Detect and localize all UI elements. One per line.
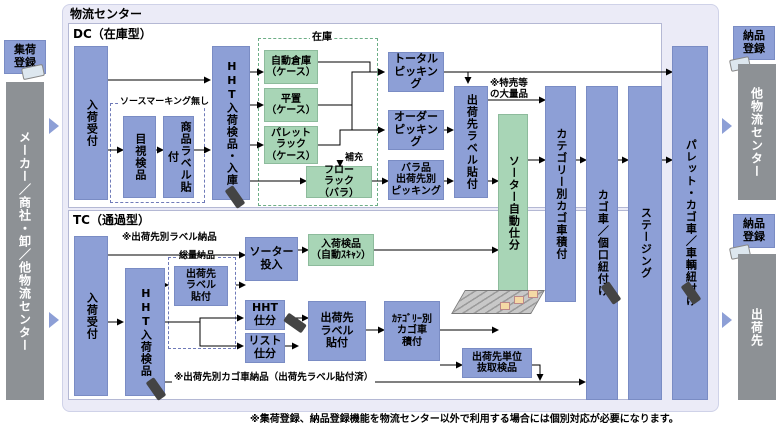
tc-label-goods-note: ※出荷先別ラベル納品 — [122, 232, 217, 243]
tc-title: TC（通過型） — [73, 213, 150, 227]
source-marking-label: ソースマーキング無し — [118, 97, 212, 107]
dc-auto-warehouse-box[interactable]: 自動倉庫 （ケース） — [264, 50, 318, 84]
arrow-left-2-icon — [49, 312, 59, 328]
arrow-right-1-icon — [722, 118, 732, 134]
tc-receive-auto-scan-box[interactable]: 入荷検品 （自動ｽｷｬﾝ） — [308, 234, 374, 266]
delivery-register-tag-2[interactable]: 納品 登録 — [733, 214, 775, 248]
tc-sorter-input-box[interactable]: ソーター 投入 — [245, 237, 298, 281]
sorter-box-icon-2 — [514, 296, 524, 304]
dc-order-picking-box[interactable]: オーダー ピッキング — [388, 110, 444, 150]
sorter-box-icon-1 — [500, 302, 510, 310]
tc-unit-pick-box[interactable]: 出荷先単位 抜取検品 — [462, 348, 532, 378]
other-center-bar: 他物流センター — [738, 64, 776, 200]
category-cart-column[interactable]: カテゴリー別カゴ車積付 — [545, 86, 576, 302]
dc-bara-picking-box[interactable]: バラ品 出荷先別 ピッキング — [388, 160, 444, 200]
dc-special-note: ※特売等 の大量品 — [490, 78, 529, 101]
dc-visual-inspection-box[interactable]: 目視検品 — [123, 116, 156, 198]
staging-column[interactable]: ステージング — [628, 86, 662, 400]
delivery-register-tag-1[interactable]: 納品 登録 — [733, 26, 775, 60]
cart-tie-column[interactable]: カゴ車／個口紐付け — [586, 86, 618, 400]
sorter-box-icon-3 — [528, 290, 538, 298]
dc-receiving-box[interactable]: 入荷受付 — [74, 46, 108, 200]
dc-flat-box[interactable]: 平置 （ケース） — [264, 88, 318, 122]
tc-hht-receiving-box[interactable]: HHT入荷検品 — [125, 268, 165, 396]
dc-hht-receiving-box[interactable]: HHT入荷検品・入庫 — [212, 46, 250, 200]
arrow-left-1-icon — [49, 118, 59, 134]
dc-title: DC（在庫型） — [73, 27, 152, 41]
tc-cart-note: ※出荷先別カゴ車納品（出荷先ラベル貼付済） — [172, 372, 376, 383]
dc-pallet-rack-box[interactable]: パレット ラック （ケース） — [264, 126, 318, 164]
center-title: 物流センター — [70, 7, 143, 21]
pallet-tie-column[interactable]: パレット・カゴ車／車輌紐付け — [672, 46, 708, 400]
tc-receiving-box[interactable]: 入荷受付 — [74, 236, 108, 396]
dc-product-label-box[interactable]: 商品ラベル貼付 — [163, 116, 194, 198]
dc-flow-rack-box[interactable]: フロー ラック （バラ） — [306, 165, 372, 199]
tc-ship-label-attach-box[interactable]: 出荷先 ラベル 貼付 — [174, 266, 228, 306]
dc-ship-label-box[interactable]: 出荷先ラベル貼付 — [454, 86, 488, 198]
footnote: ※集荷登録、納品登録機能を物流センター以外で利用する場合には個別対応が必要になり… — [250, 414, 679, 425]
arrow-right-2-icon — [722, 312, 732, 328]
dc-replenish-label: 補充 — [345, 153, 364, 163]
tc-ship-label-box[interactable]: 出荷先 ラベル 貼付 — [308, 301, 366, 361]
shipment-bar: 出荷先 — [738, 254, 776, 400]
tc-list-sort-box[interactable]: リスト 仕分 — [245, 333, 285, 363]
bulk-delivery-label: 総量納品 — [177, 251, 218, 261]
sorter-column[interactable]: ソーター自動仕分 — [498, 114, 528, 292]
dc-total-picking-box[interactable]: トータル ピッキング — [388, 52, 444, 92]
tc-hht-sort-box[interactable]: HHT 仕分 — [245, 300, 285, 330]
supplier-bar: メーカー／商社・卸／他物流センター — [6, 82, 44, 400]
stock-label: 在庫 — [310, 32, 334, 43]
tc-category-cart-box[interactable]: ｶﾃｺﾞﾘｰ別 カゴ車 積付 — [384, 301, 440, 361]
